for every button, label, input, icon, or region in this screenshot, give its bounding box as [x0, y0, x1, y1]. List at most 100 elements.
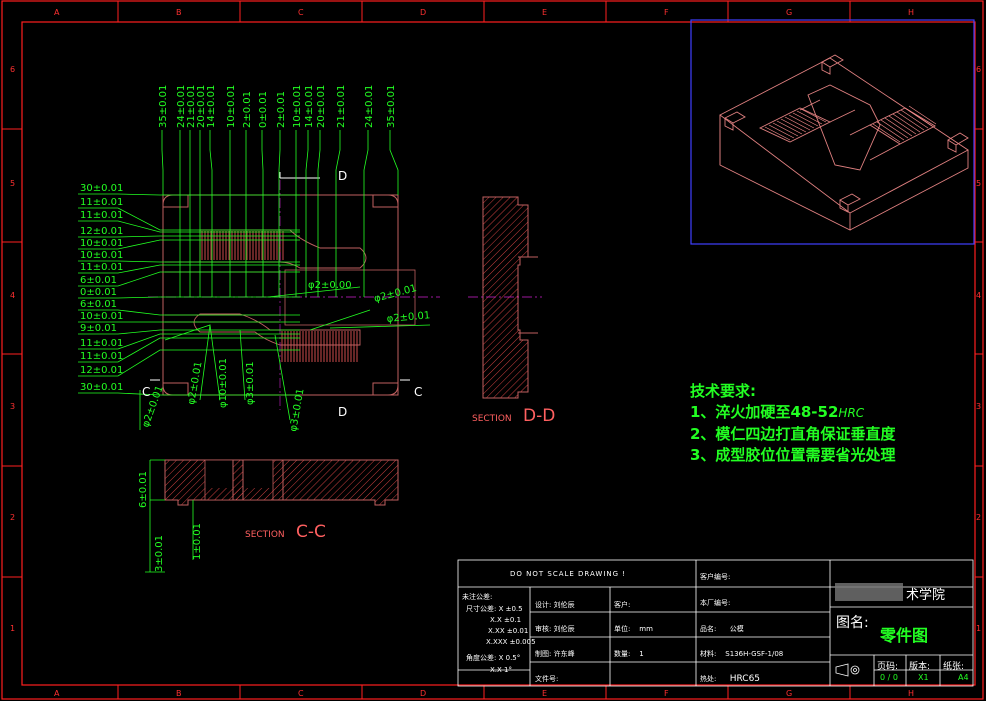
- dim-label-left: 30±0.01: [80, 183, 123, 194]
- dim-label-top: 2±0.01: [276, 91, 287, 128]
- drafter: 制图: 许东峰: [535, 650, 575, 658]
- dim-label-left: 12±0.01: [80, 226, 123, 237]
- grid-col-label-bottom: E: [542, 689, 547, 698]
- dim-label-diameter: φ2±0.01: [373, 283, 418, 305]
- dim-label-left: 0±0.01: [80, 287, 117, 298]
- dim-label-left: 10±0.01: [80, 311, 123, 322]
- tolerance-size-label: 尺寸公差: X ±0.5: [466, 605, 523, 613]
- dim-label-left: 11±0.01: [80, 197, 123, 208]
- paper-label: 纸张:: [943, 662, 965, 672]
- factory-no-label: 本厂编号:: [700, 599, 731, 607]
- dim-label-left: 11±0.01: [80, 351, 123, 362]
- section-cc-title: C-C: [296, 522, 326, 542]
- checker: 审核: 刘伦辰: [535, 625, 575, 633]
- client-label: 客户:: [614, 601, 631, 609]
- dim-label-section-cc: 3±0.01: [154, 535, 165, 572]
- section-dd-view: SECTION D-D: [468, 196, 555, 426]
- grid-row-label-right: 5: [976, 179, 981, 188]
- tolerance-c: X.XX ±0.01: [488, 627, 529, 635]
- section-mark-c-left: C: [142, 385, 150, 399]
- grid-col-label-top: C: [298, 8, 304, 17]
- file-no: 文件号:: [535, 675, 559, 683]
- isometric-view: [690, 19, 975, 245]
- grid-row-label-left: 2: [10, 513, 15, 522]
- dim-label-top: 14±0.01: [206, 85, 217, 128]
- tech-item-2: 2、模仁四边打直角保证垂直度: [690, 425, 896, 443]
- dim-label-top: 20±0.01: [196, 85, 207, 128]
- unit: 单位: mm: [614, 625, 653, 633]
- dim-label-top: 21±0.01: [336, 85, 347, 128]
- dim-label-left: 11±0.01: [80, 262, 123, 273]
- tech-title: 技术要求:: [690, 382, 756, 400]
- material: 材料: S136H-GSF-1/08: [700, 650, 784, 658]
- grid-col-label-bottom: C: [298, 689, 304, 698]
- grid-col-label-top: D: [420, 8, 426, 17]
- dim-label-top: 24±0.01: [176, 85, 187, 128]
- dim-label-left: 6±0.01: [80, 275, 117, 286]
- version-value: X1: [918, 673, 929, 682]
- school-name: 术学院: [906, 588, 946, 603]
- section-mark-d-bottom: D: [338, 405, 347, 419]
- dim-label-top: 21±0.01: [186, 85, 197, 128]
- tolerance-title: 未注公差:: [462, 593, 493, 601]
- page-label: 页码:: [877, 662, 899, 672]
- tech-item-3: 3、成型胶位位置需要省光处理: [690, 446, 896, 464]
- dim-label-top: 24±0.01: [364, 85, 375, 128]
- tech-item-1: 1、淬火加硬至48-52HRC: [690, 403, 865, 421]
- dim-label-section-cc: 1±0.01: [192, 523, 203, 560]
- dim-label-top: 10±0.01: [292, 85, 303, 128]
- tolerance-d: X.XXX ±0.005: [486, 638, 536, 646]
- dim-label-left: 10±0.01: [80, 238, 123, 249]
- comb-cavity-upper: [201, 231, 284, 260]
- section-cc-prefix: SECTION: [245, 530, 285, 540]
- grid-col-label-top: B: [176, 8, 182, 17]
- angle-tolerance: 角度公差: X 0.5°: [466, 654, 521, 662]
- product-name: 品名: 公模: [700, 625, 744, 633]
- grid-row-label-left: 5: [10, 179, 15, 188]
- dim-label-section-cc: 6±0.01: [138, 471, 149, 508]
- dim-label-left: 12±0.01: [80, 365, 123, 376]
- dim-label-diameter: φ2±0.00: [308, 280, 352, 291]
- quantity: 数量: 1: [614, 650, 644, 658]
- dim-label-left: 9±0.01: [80, 323, 117, 334]
- dim-label-top: 20±0.01: [316, 85, 327, 128]
- grid-col-label-top: G: [786, 8, 792, 17]
- do-not-scale-note: DO NOT SCALE DRAWING !: [510, 570, 627, 578]
- section-cc-view: SECTION C-C 6±0.01 3±0.01 1±0.01: [138, 459, 399, 573]
- technical-requirements: 技术要求: 1、淬火加硬至48-52HRC 2、模仁四边打直角保证垂直度 3、成…: [690, 381, 950, 466]
- dimension-labels-left: 30±0.0111±0.0111±0.0112±0.0110±0.0110±0.…: [80, 183, 123, 393]
- page-value: 0 / 0: [880, 673, 898, 682]
- grid-col-label-bottom: A: [54, 689, 60, 698]
- dim-label-left: 10±0.01: [80, 250, 123, 261]
- iso-viewport-frame: [690, 19, 975, 245]
- grid-col-label-bottom: H: [908, 689, 914, 698]
- grid-row-label-left: 4: [10, 291, 15, 300]
- grid-col-label-bottom: D: [420, 689, 426, 698]
- dim-label-top: 10±0.01: [226, 85, 237, 128]
- dim-label-top: 0±0.01: [258, 91, 269, 128]
- section-dd-title: D-D: [523, 406, 555, 426]
- grid-col-label-top: H: [908, 8, 914, 17]
- designer: 设计: 刘伦辰: [535, 601, 575, 609]
- grid-col-label-bottom: F: [664, 689, 669, 698]
- section-dd-prefix: SECTION: [472, 414, 512, 424]
- logo-blur: [835, 583, 903, 601]
- drawing-name-label: 图名:: [836, 615, 869, 631]
- dimension-lines: [78, 130, 431, 430]
- dim-label-diameter: φ2±0.01: [186, 361, 204, 406]
- dim-label-left: 11±0.01: [80, 338, 123, 349]
- grid-row-label-left: 1: [10, 624, 15, 633]
- grid-row-label-right: 1: [976, 624, 981, 633]
- grid-col-label-top: E: [542, 8, 547, 17]
- angle-tolerance-b: X.X 1°: [490, 666, 513, 674]
- grid-col-label-top: A: [54, 8, 60, 17]
- section-mark-d-top: D: [338, 169, 347, 183]
- grid-row-label-right: 4: [976, 291, 981, 300]
- section-mark-c-right: C: [414, 385, 422, 399]
